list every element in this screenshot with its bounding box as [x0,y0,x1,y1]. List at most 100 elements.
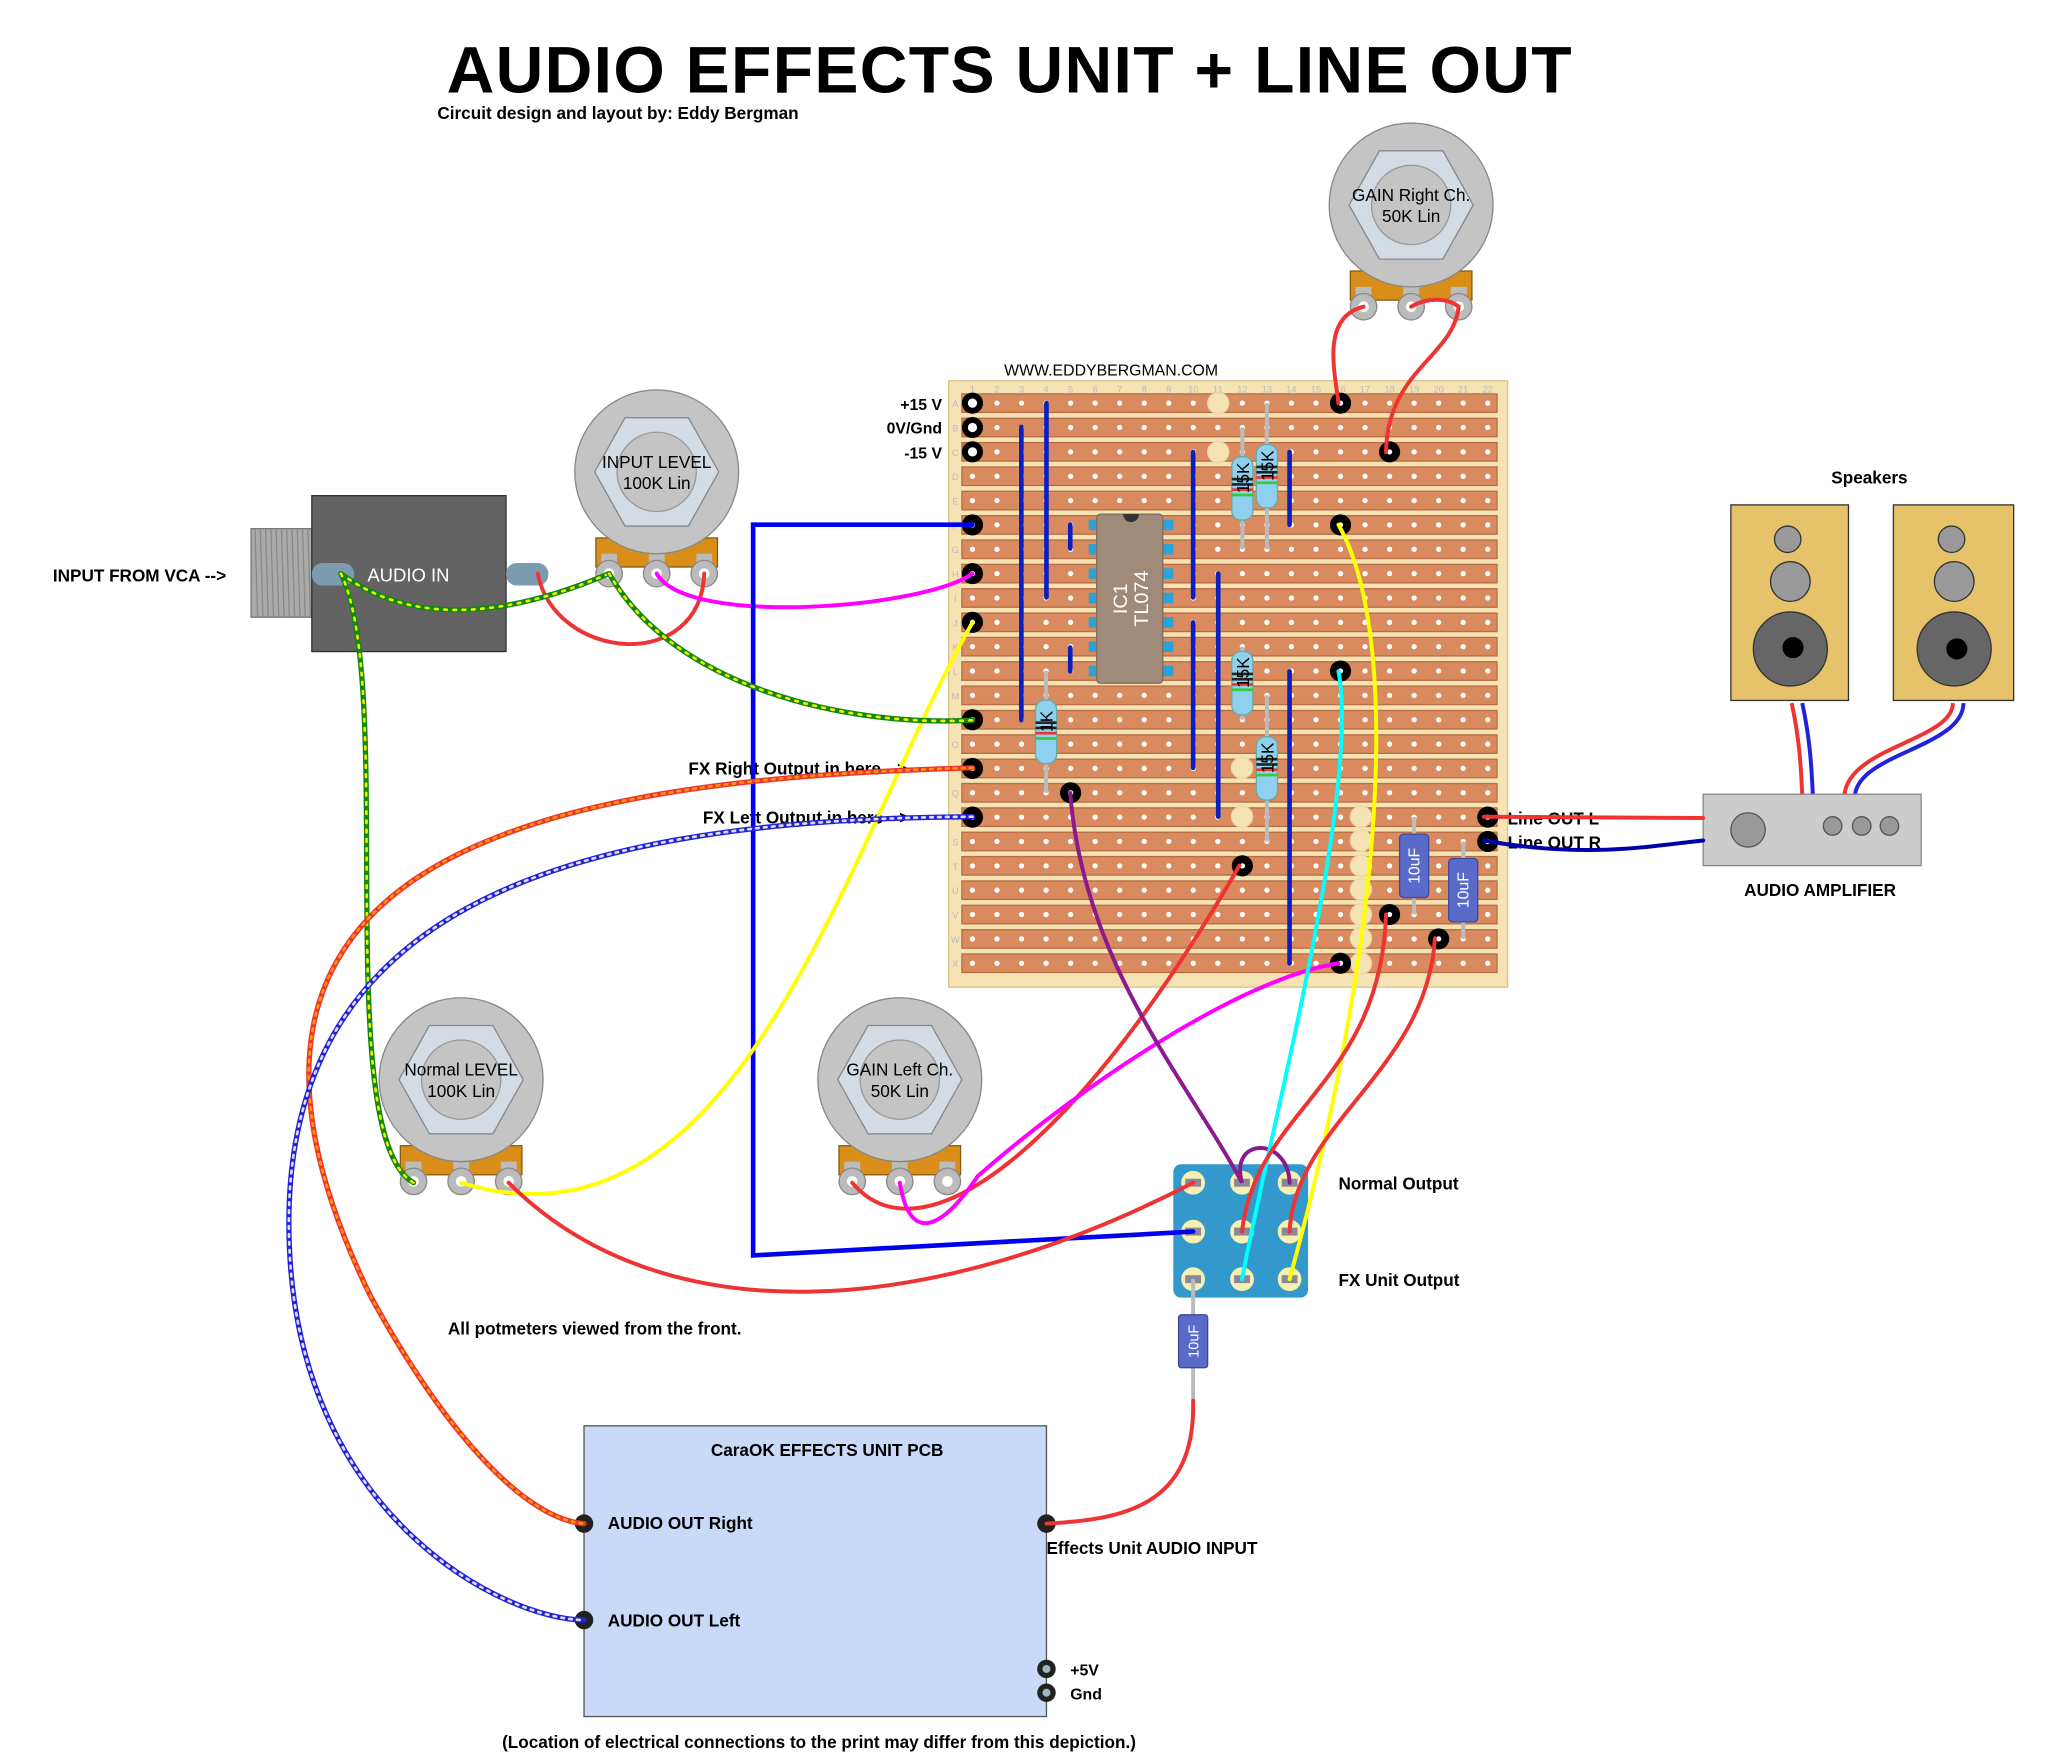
hole [994,741,1000,747]
hole [1264,619,1270,625]
hole [1436,692,1442,699]
pot-normal-level[interactable]: Normal LEVEL 100K Lin [378,997,544,1196]
hole [1092,692,1098,699]
hole [1362,522,1368,528]
hole [1386,717,1393,723]
power-minus15-label: -15 V [904,446,942,463]
hole [994,838,1000,845]
hole [1362,570,1368,577]
column-label: 7 [1117,385,1122,395]
hole [1239,960,1246,966]
hole [1362,546,1368,552]
pot-gain-right[interactable]: GAIN Right Ch. 50K Lin [1328,122,1494,321]
hole [1411,400,1417,406]
hole [994,668,1000,674]
speakers-label: Speakers [1831,468,1907,488]
hole [1117,692,1123,699]
hole [1067,717,1074,723]
hole [1092,936,1098,942]
pot-name: INPUT LEVEL [602,452,711,472]
hole [1043,960,1049,966]
hole [1092,424,1098,431]
hole [1386,595,1393,601]
capacitor: 10uF [1398,817,1430,915]
hole [1386,863,1393,869]
hole [1386,522,1393,528]
column-label: 21 [1458,385,1468,395]
page-title: AUDIO EFFECTS UNIT + LINE OUT [447,33,1573,107]
ic-pad [1088,617,1100,628]
hole [1386,644,1393,650]
hole [1411,619,1417,625]
hole [1239,790,1246,796]
hole [1436,497,1442,504]
hole [1018,911,1025,918]
hole [1141,449,1147,455]
hole [1141,741,1147,747]
hole [1215,936,1221,942]
hole [1264,863,1270,869]
hole [1436,473,1442,479]
hole [994,546,1000,552]
pot-input-level[interactable]: INPUT LEVEL 100K Lin [574,389,740,588]
row-label: U [952,886,959,896]
hole [1485,546,1491,552]
hole [1436,619,1442,625]
hole [1215,863,1221,869]
hole [1485,449,1491,455]
hole [1166,863,1172,869]
input-from-vca-label: INPUT FROM VCA --> [53,566,226,586]
ic-pad [1162,568,1174,579]
hole [969,497,976,504]
hole [1117,911,1123,918]
column-label: 14 [1286,385,1296,395]
hole [1436,790,1442,796]
hole [1288,424,1295,431]
hole [1460,522,1466,528]
resistor: 15K [1255,403,1279,550]
hole [1141,863,1147,869]
hole [1092,449,1098,455]
row-label: W [951,935,960,945]
row-label: C [952,448,959,458]
column-label: 9 [1166,385,1171,395]
hole [994,887,1000,893]
row-label: X [952,959,958,969]
hole [1043,838,1049,845]
hole [1166,400,1172,406]
hole [1067,595,1074,601]
hole [994,790,1000,796]
hole [1337,570,1344,577]
hole [1485,887,1491,893]
hole [1411,790,1417,796]
effects-unit-pcb: CaraOK EFFECTS UNIT PCB AUDIO OUT Right … [574,1425,1258,1718]
hole [1092,717,1098,723]
hole [1485,424,1491,431]
hole [1067,838,1074,845]
hole [1190,911,1196,918]
hole [1436,522,1442,528]
hole [994,619,1000,625]
hole [1264,936,1270,942]
hole [994,522,1000,528]
pot-gain-left[interactable]: GAIN Left Ch. 50K Lin [817,997,983,1196]
hole [1166,790,1172,796]
hole [1436,424,1442,431]
hole [1362,717,1368,723]
hole [1337,936,1344,942]
hole [1264,960,1270,966]
hole [1460,814,1466,820]
resistor: 15K [1231,646,1254,720]
hole [1166,717,1172,723]
copper-strip-O [961,734,1498,754]
hole [1092,765,1098,772]
hole [1190,790,1196,796]
wire-links [1019,400,1292,966]
column-label: 10 [1188,385,1198,395]
hole [1436,960,1442,966]
row-label: S [952,837,958,847]
pcb-title: CaraOK EFFECTS UNIT PCB [711,1440,944,1460]
ic-pad [1088,568,1100,579]
ic-pad [1088,519,1100,531]
